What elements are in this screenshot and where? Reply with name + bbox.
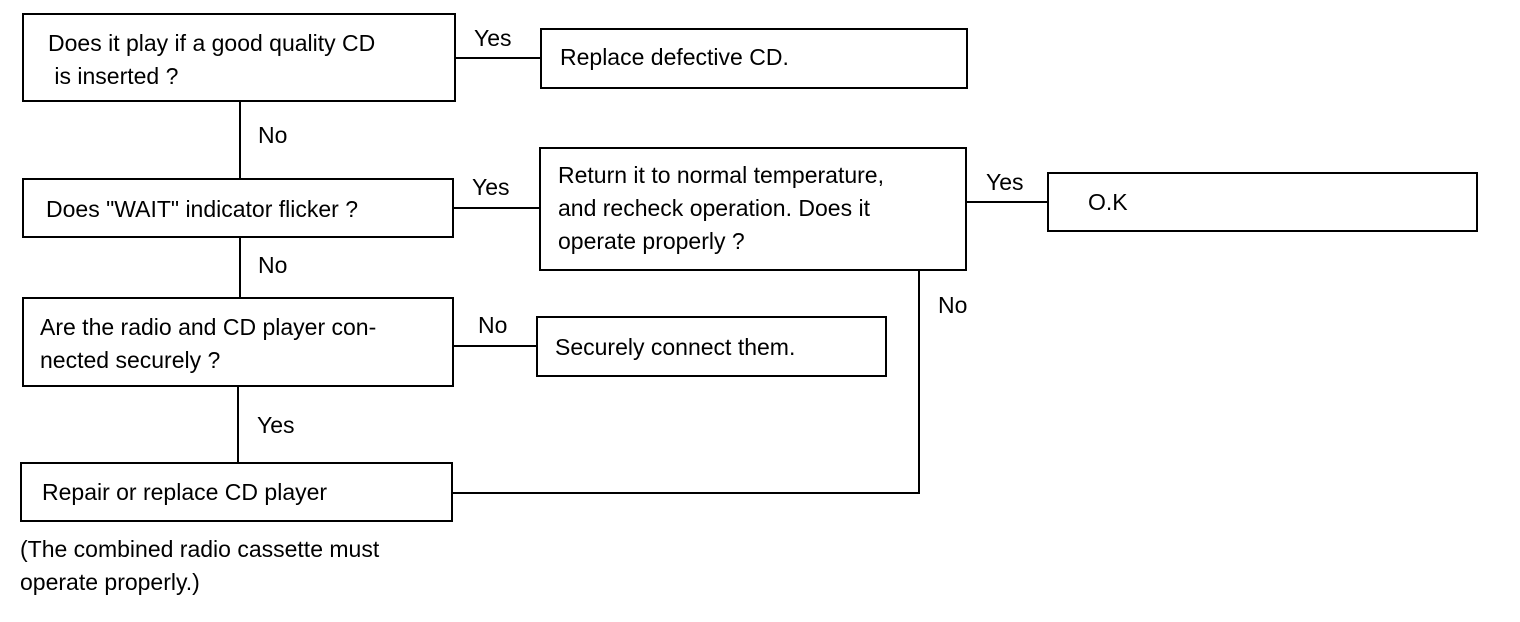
- connect-box: [536, 316, 887, 377]
- question-connected-text: Are the radio and CD player con- nected …: [40, 314, 377, 373]
- label-yes-repair: Yes: [257, 412, 295, 438]
- connect-text: Securely connect them.: [555, 334, 796, 360]
- label-no-connect: No: [478, 312, 508, 338]
- replace-cd-text: Replace defective CD.: [560, 44, 789, 70]
- question-wait-text: Does "WAIT" indicator flicker ?: [46, 196, 359, 222]
- question-good-cd-text: Does it play if a good quality CD is ins…: [48, 30, 376, 89]
- connector-q1-to-q2: [239, 101, 241, 179]
- replace-cd-box: [540, 28, 968, 89]
- connector-q2-to-q3: [239, 237, 241, 298]
- ok-box: [1047, 172, 1478, 232]
- connector-q1-to-replace: [455, 57, 541, 59]
- connector-return-to-repair: [451, 492, 920, 494]
- label-no-to-connected: No: [258, 252, 288, 278]
- ok-text: O.K: [1088, 189, 1128, 215]
- connector-return-down: [918, 269, 920, 494]
- label-no-return-down: No: [938, 292, 968, 318]
- repair-box: [20, 462, 453, 522]
- repair-text: Repair or replace CD player: [42, 479, 328, 505]
- question-connected-box: [22, 297, 454, 387]
- label-no-to-wait: No: [258, 122, 288, 148]
- return-temperature-text: Return it to normal temperature, and rec…: [558, 162, 884, 254]
- label-yes-return: Yes: [472, 174, 510, 200]
- footnote: (The combined radio cassette must operat…: [20, 536, 380, 595]
- connector-q3-to-connect: [453, 345, 538, 347]
- connector-q3-to-repair: [237, 385, 239, 463]
- connector-q2-to-return: [453, 207, 540, 209]
- question-wait-box: [22, 178, 454, 238]
- label-yes-replace: Yes: [474, 25, 512, 51]
- return-temperature-box: [539, 147, 967, 271]
- question-good-cd-box: [22, 13, 456, 102]
- label-yes-ok: Yes: [986, 169, 1024, 195]
- connector-return-to-ok: [965, 201, 1049, 203]
